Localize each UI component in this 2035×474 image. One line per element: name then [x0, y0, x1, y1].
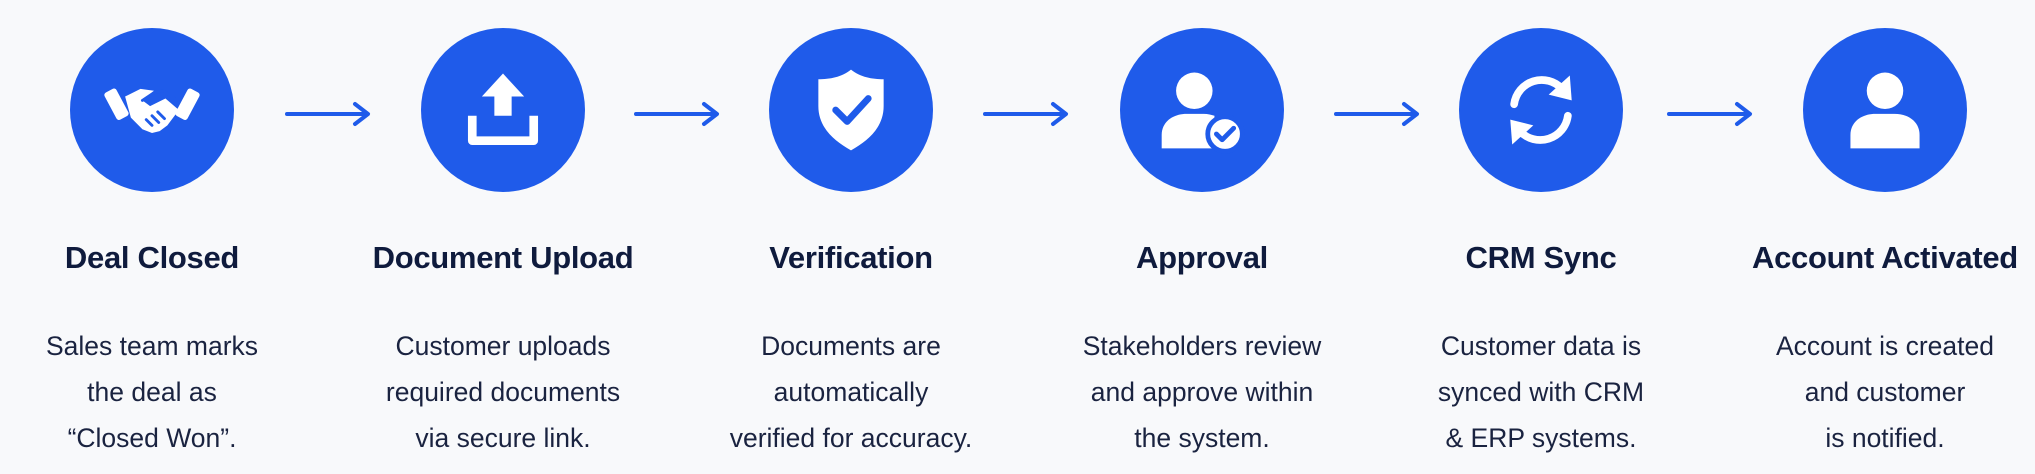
arrow-right-icon [1667, 102, 1752, 126]
step-crm-sync: CRM Sync Customer data is synced with CR… [1376, 0, 1706, 474]
step-verification: Verification Documents are automatically… [686, 0, 1016, 474]
step-icon-circle [421, 28, 585, 192]
step-description: Documents are automatically verified for… [686, 323, 1016, 461]
description-line: is notified. [1825, 423, 1945, 453]
description-line: synced with CRM [1437, 377, 1645, 407]
step-title: Verification [769, 240, 933, 275]
description-line: verified for accuracy. [729, 423, 973, 453]
step-icon-circle [1803, 28, 1967, 192]
step-title: Approval [1136, 240, 1268, 275]
description-line: automatically [773, 377, 929, 407]
step-title: Document Upload [372, 240, 634, 275]
sync-icon [1510, 75, 1572, 145]
description-line: “Closed Won”. [67, 423, 237, 453]
description-line: Documents are [761, 331, 941, 361]
description-line: the system. [1134, 423, 1270, 453]
upload-icon [467, 73, 539, 146]
description-line: the deal as [87, 377, 217, 407]
step-icon-circle [1120, 28, 1284, 192]
description-line: Sales team marks [45, 331, 259, 361]
user-icon [1850, 72, 1920, 149]
step-account-activated: Account Activated Account is created and… [1720, 0, 2035, 474]
arrow-right-icon [285, 102, 370, 126]
description-line: Stakeholders review [1082, 331, 1322, 361]
user-check-icon [1161, 72, 1245, 154]
handshake-icon [104, 88, 200, 134]
step-title: Account Activated [1752, 240, 2018, 275]
description-line: Customer data is [1440, 331, 1642, 361]
step-description: Stakeholders review and approve within t… [1037, 323, 1367, 461]
step-icon-circle [70, 28, 234, 192]
description-line: & ERP systems. [1445, 423, 1637, 453]
arrow-right-icon [634, 102, 719, 126]
description-line: via secure link. [415, 423, 591, 453]
arrow-right-icon [1334, 102, 1419, 126]
step-description: Customer data is synced with CRM & ERP s… [1376, 323, 1706, 461]
shield-check-icon [818, 69, 884, 151]
description-line: and customer [1804, 377, 1966, 407]
description-line: Account is created [1775, 331, 1994, 361]
step-description: Customer uploads required documents via … [338, 323, 668, 461]
step-title: Deal Closed [64, 240, 240, 275]
step-title: CRM Sync [1465, 240, 1617, 275]
step-approval: Approval Stakeholders review and approve… [1037, 0, 1367, 474]
arrow-right-icon [983, 102, 1068, 126]
step-document-upload: Document Upload Customer uploads require… [338, 0, 668, 474]
description-line: Customer uploads [395, 331, 611, 361]
step-deal-closed: Deal Closed Sales team marks the deal as… [0, 0, 317, 474]
step-description: Sales team marks the deal as “Closed Won… [0, 323, 317, 461]
description-line: and approve within [1090, 377, 1314, 407]
step-icon-circle [1459, 28, 1623, 192]
step-description: Account is created and customer is notif… [1720, 323, 2035, 461]
description-line: required documents [385, 377, 621, 407]
step-icon-circle [769, 28, 933, 192]
